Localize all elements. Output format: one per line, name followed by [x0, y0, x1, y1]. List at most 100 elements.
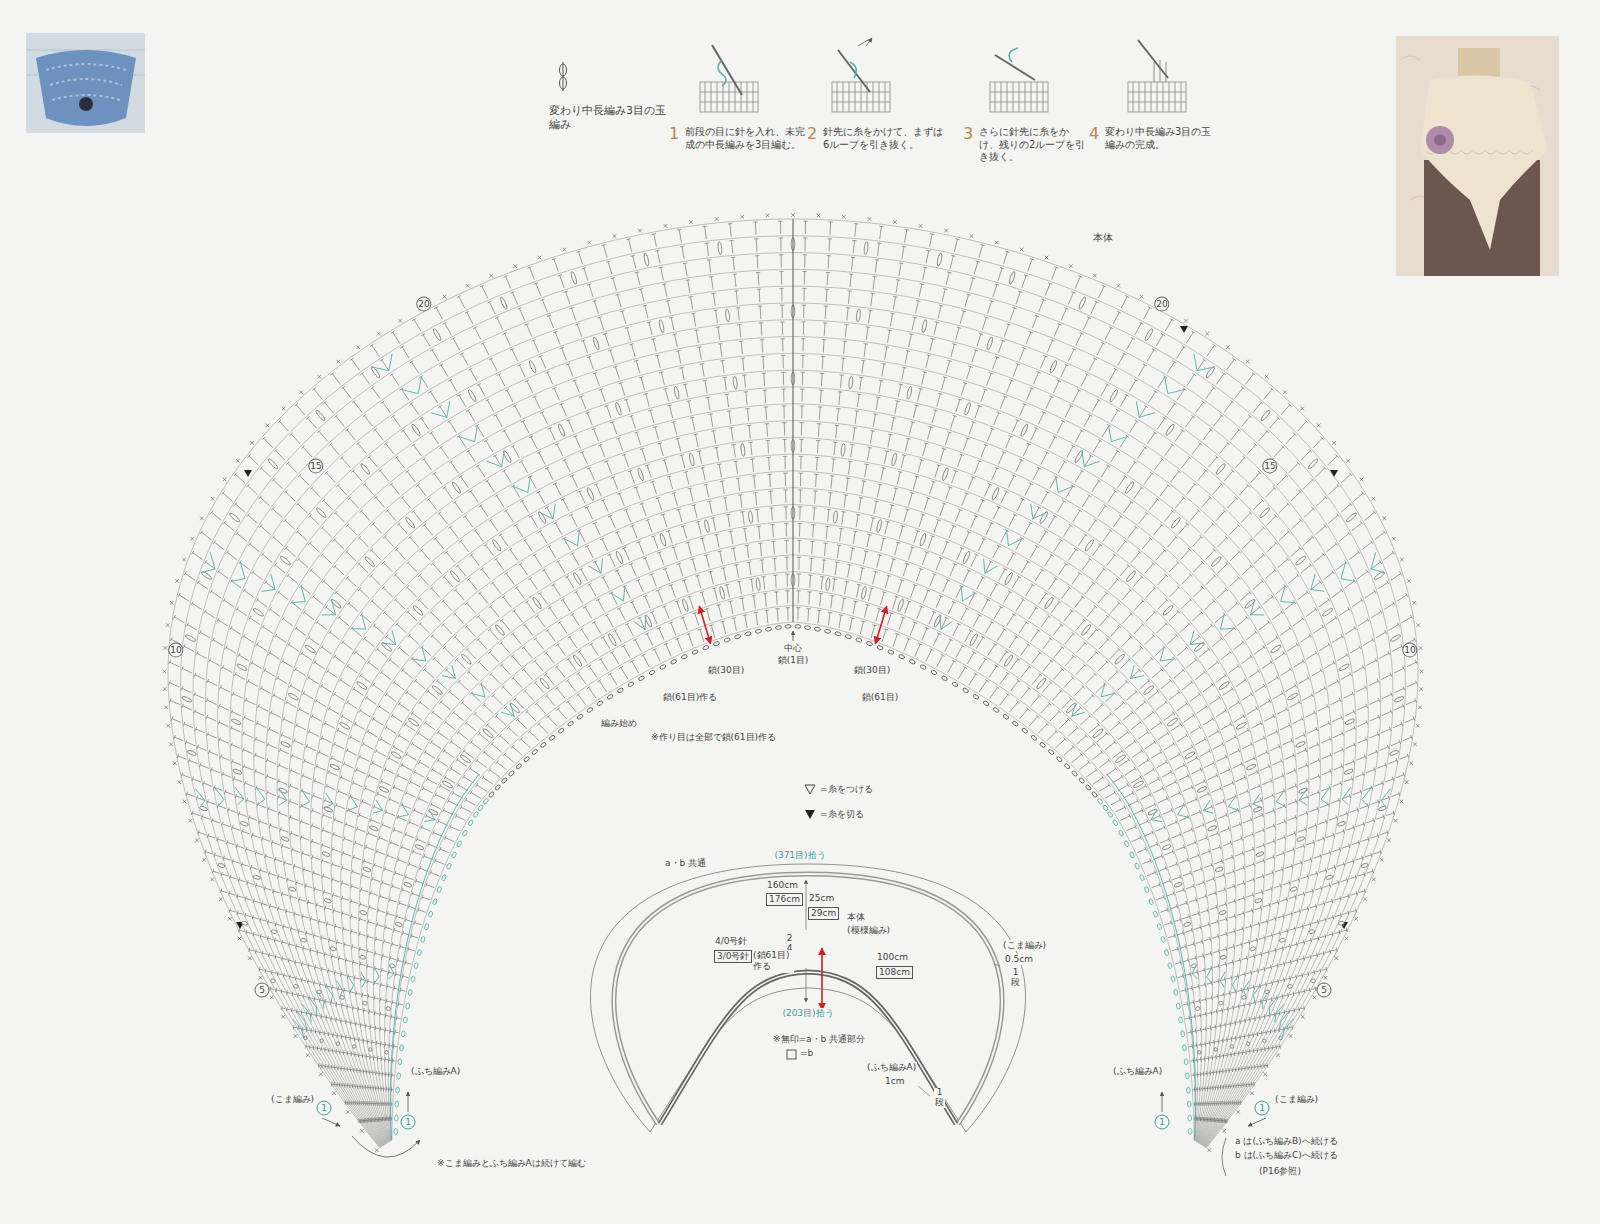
puff-stitch — [674, 386, 680, 399]
row-number: 20 — [1154, 297, 1169, 312]
chain-loop — [397, 1073, 401, 1079]
puff-stitch — [991, 487, 1000, 501]
chain-loop — [403, 1017, 407, 1023]
puff-stitch — [449, 570, 460, 582]
puff-stitch — [288, 886, 296, 892]
chain-loop — [1097, 798, 1104, 805]
chain-loop — [835, 631, 842, 636]
puff-stitch — [323, 806, 333, 813]
puff-stitch — [1092, 728, 1104, 739]
chain-loop — [824, 629, 831, 634]
centre-arrow — [793, 631, 794, 641]
chain-loop — [855, 637, 862, 642]
puff-stitch — [1389, 749, 1399, 756]
puff-stitch — [231, 718, 242, 726]
puff-stitch — [756, 578, 761, 591]
puff-stitch — [1036, 677, 1047, 689]
puff-stitch — [271, 929, 278, 934]
chain-loop — [1161, 936, 1166, 943]
puff-stitch — [431, 685, 443, 696]
schematic-note: ※無印=a・b 共通部分 — [772, 1034, 866, 1045]
chain-loop — [866, 641, 873, 646]
puff-stitch — [876, 519, 882, 532]
dimension: 160cm — [766, 880, 799, 891]
chain-loop — [1039, 742, 1046, 749]
puff-stitch — [1325, 874, 1333, 880]
chain-loop — [432, 898, 437, 905]
hook-size: 4/0号針 — [714, 936, 748, 947]
puff-stitch — [300, 938, 307, 943]
chain-loop — [1182, 1045, 1186, 1051]
chain-loop — [1153, 911, 1158, 918]
chain-loop — [702, 645, 709, 651]
chain-loop — [567, 720, 574, 726]
chain-loop — [420, 936, 425, 943]
puff-stitch — [187, 749, 197, 756]
puff-stitch — [1344, 718, 1355, 726]
legend-symbol — [805, 785, 815, 794]
puff-stitch — [386, 1006, 391, 1011]
puff-stitch — [1003, 654, 1014, 667]
chain-loop — [1176, 1003, 1181, 1010]
puff-stitch — [1279, 938, 1286, 943]
puff-stitch — [451, 481, 462, 494]
puff-stitch — [280, 741, 291, 749]
puff-stitch — [941, 467, 949, 481]
puff-stitch — [1220, 955, 1227, 960]
puff-stitch — [459, 754, 471, 764]
puff-stitch — [825, 578, 830, 591]
puff-stitch — [315, 409, 326, 421]
chain-loop — [446, 863, 452, 870]
puff-stitch — [360, 463, 371, 475]
puff-stitch — [442, 780, 454, 789]
puff-stitch — [717, 242, 722, 255]
puff-stitch — [962, 551, 971, 565]
puff-stitch — [499, 296, 508, 310]
chain-loop — [424, 923, 429, 930]
step-text: 変わり中長編み3目の玉編みの完成。 — [1104, 126, 1216, 151]
puff-stitch — [1124, 481, 1135, 494]
puff-stitch — [1215, 463, 1226, 475]
puff-stitch — [1309, 929, 1316, 934]
step-text: 前段の目に針を入れ、未完成の中長編みを3目編む。 — [684, 126, 806, 151]
chain-loop — [1184, 1059, 1188, 1065]
chain-loop — [437, 886, 442, 893]
puff-stitch — [267, 458, 279, 470]
puff-stitch — [241, 921, 248, 926]
puff-stitch — [304, 644, 316, 654]
puff-stitch — [1143, 685, 1155, 696]
row-number: 5 — [255, 983, 270, 998]
puff-stitch — [322, 851, 331, 857]
puff-stitch — [740, 443, 745, 456]
chain-loop — [441, 874, 447, 881]
chain-loop — [1157, 923, 1162, 930]
chain-loop — [1134, 863, 1140, 870]
puff-stitch — [864, 242, 869, 255]
puff-stitch — [412, 605, 424, 617]
puff-stitch — [861, 586, 867, 599]
chart-note: b は(ふち編みC)へ続ける — [1234, 1150, 1339, 1161]
puff-stitch — [637, 467, 645, 481]
chain-loop — [983, 700, 990, 706]
puff-stitch — [572, 654, 583, 667]
puff-stitch — [1078, 296, 1087, 310]
puff-stitch — [1218, 681, 1230, 691]
puff-stitch — [411, 423, 422, 436]
chart-note: (P16参照) — [1258, 1166, 1302, 1177]
puff-stitch — [856, 309, 861, 322]
puff-stitch — [725, 309, 730, 322]
chain-loop — [638, 675, 645, 681]
chain-loop — [488, 791, 495, 798]
chain-loop — [405, 1003, 410, 1010]
puff-stitch — [1008, 271, 1016, 285]
puff-stitch — [572, 572, 582, 585]
chain-loop — [775, 625, 781, 629]
chain-loop — [451, 851, 457, 858]
puff-stitch — [315, 507, 327, 519]
row-number: 15 — [308, 459, 323, 474]
step-number: 3 — [962, 124, 974, 144]
row-number: 1 — [1255, 1101, 1270, 1116]
puff-stitch — [404, 516, 415, 528]
chain-loop — [477, 805, 483, 812]
chain-loop — [468, 819, 474, 826]
